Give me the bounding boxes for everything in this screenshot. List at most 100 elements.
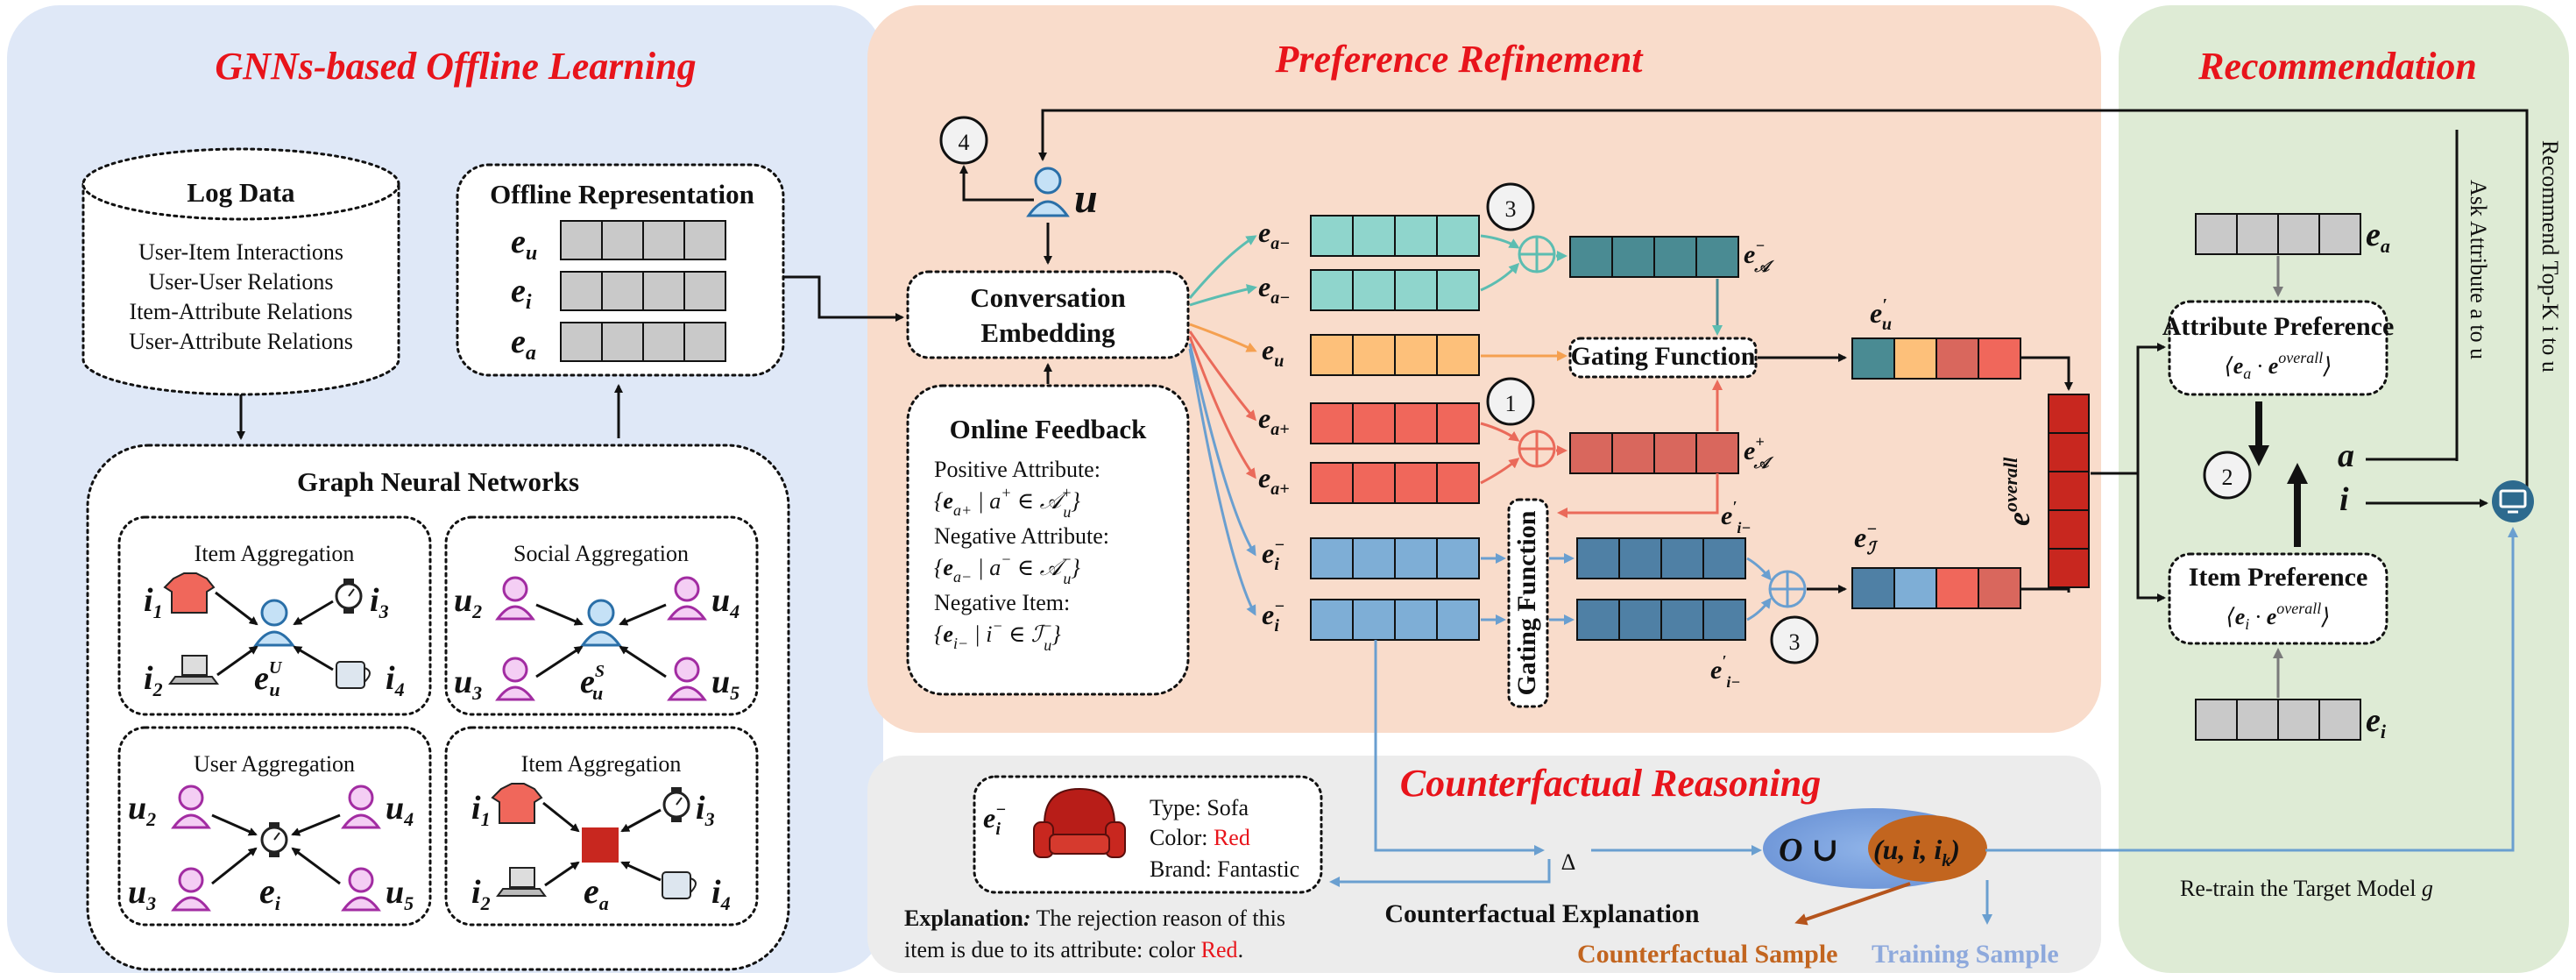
watch-icon bbox=[335, 579, 363, 614]
eI-vector: e−ℐ bbox=[1851, 520, 2021, 609]
user-label: u bbox=[1074, 175, 1098, 222]
svg-text:u2: u2 bbox=[454, 582, 482, 622]
ask-attribute-label: Ask Attribute a to u bbox=[2466, 180, 2491, 359]
log-line: Item-Attribute Relations bbox=[130, 299, 353, 324]
arrow-overall-to-attr bbox=[2091, 343, 2166, 475]
rec-i-label: i bbox=[2339, 481, 2349, 518]
svg-text:Conversation: Conversation bbox=[970, 282, 1125, 313]
watch-icon bbox=[662, 787, 690, 822]
watch-icon bbox=[260, 822, 288, 857]
delta-symbol: Δ bbox=[1561, 849, 1576, 875]
svg-text:i2: i2 bbox=[471, 874, 491, 914]
attribute-square-icon bbox=[582, 827, 619, 863]
svg-text:u5: u5 bbox=[711, 664, 740, 704]
svg-text:e′u: e′u bbox=[1870, 295, 1892, 334]
svg-text:eSu: eSu bbox=[580, 662, 605, 704]
ei-prime-label-top: e′i− bbox=[1721, 498, 1751, 536]
svg-text:(u, i, ik): (u, i, ik) bbox=[1873, 834, 1960, 870]
user-avatar-icon bbox=[667, 576, 707, 621]
arrow-eI-to-overall bbox=[2020, 587, 2070, 593]
shirt-icon bbox=[491, 783, 543, 824]
svg-text:O ∪: O ∪ bbox=[1779, 832, 1839, 869]
user-avatar-icon bbox=[1026, 167, 1070, 217]
svg-text:Item Aggregation: Item Aggregation bbox=[195, 541, 355, 566]
arrow-blue-merge-1 bbox=[1746, 557, 1772, 581]
gating-function-vertical: Gating Function bbox=[1507, 498, 1549, 708]
augmented-dataset-ellipse: O ∪ (u, i, ik) bbox=[1763, 808, 1987, 889]
item-aggregation-2-box: Item Aggregation i1 i2 i3 i4 ea bbox=[444, 726, 759, 927]
offline-rep-title: Offline Representation bbox=[490, 179, 754, 209]
svg-text:e−i: e−i bbox=[1262, 536, 1284, 574]
ei-prime-vector-2 bbox=[1576, 599, 1746, 641]
online-feedback-box: Online Feedback Positive Attribute: {ea+… bbox=[906, 384, 1190, 696]
gnn-box: Graph Neural Networks Item Aggregation i… bbox=[86, 444, 790, 971]
user-avatar-icon bbox=[580, 599, 622, 647]
svg-text:ea+: ea+ bbox=[1258, 402, 1290, 439]
step-3-badge-top bbox=[1486, 182, 1535, 231]
item-preference-box: Item Preference ⟨ei · eoverall⟩ bbox=[2168, 552, 2388, 645]
gnn-title: Graph Neural Networks bbox=[297, 466, 579, 497]
svg-text:ea+: ea+ bbox=[1258, 462, 1290, 499]
step-3-label-bottom: 3 bbox=[1789, 629, 1801, 655]
svg-text:u2: u2 bbox=[128, 790, 156, 830]
log-data-title: Log Data bbox=[187, 177, 295, 208]
svg-text:User Aggregation: User Aggregation bbox=[194, 751, 355, 777]
user-avatar-icon bbox=[253, 599, 295, 647]
offline-rep-row-a: ea bbox=[511, 322, 726, 365]
svg-text:ei: ei bbox=[259, 871, 281, 914]
svg-text:eoverall: eoverall bbox=[1999, 457, 2036, 526]
laptop-icon bbox=[168, 655, 219, 685]
arrow-delta-to-item bbox=[1329, 859, 1551, 887]
svg-text:i4: i4 bbox=[711, 874, 731, 914]
svg-text:u3: u3 bbox=[454, 664, 482, 704]
svg-text:i3: i3 bbox=[370, 582, 389, 622]
log-line: User-Item Interactions bbox=[138, 239, 343, 265]
sofa-icon bbox=[1033, 787, 1126, 858]
ei-vector-rec: ei bbox=[2195, 699, 2387, 742]
svg-text:ea: ea bbox=[584, 871, 609, 914]
log-line: User-Attribute Relations bbox=[129, 329, 353, 354]
user-avatar-icon bbox=[171, 785, 211, 829]
offline-rep-row-i: ei bbox=[511, 271, 726, 314]
cf-sample-label: Counterfactual Sample bbox=[1577, 940, 1837, 969]
eu-row: eu bbox=[1262, 334, 1480, 376]
explanation-line-1: Explanation: The rejection reason of thi… bbox=[904, 905, 1285, 931]
ei-prime-label-bottom: e′i− bbox=[1710, 652, 1740, 691]
svg-text:i1: i1 bbox=[471, 790, 491, 830]
ea-vector-rec: ea bbox=[2195, 213, 2390, 257]
user-avatar-icon bbox=[495, 657, 535, 701]
step-1-label: 1 bbox=[1505, 391, 1517, 416]
log-line: User-User Relations bbox=[148, 269, 333, 295]
fan-arrows bbox=[1188, 235, 1257, 616]
log-data-cylinder: Log Data User-Item Interactions User-Use… bbox=[81, 147, 400, 396]
recommendation-title: Recommendation bbox=[2197, 45, 2477, 88]
e-overall-vector: eoverall bbox=[1999, 394, 2090, 588]
svg-text:u4: u4 bbox=[386, 790, 414, 830]
recommend-label: Recommend Top-K i to u bbox=[2537, 140, 2563, 373]
counterfactual-title: Counterfactual Reasoning bbox=[1400, 762, 1821, 805]
monitor-icon bbox=[2492, 480, 2534, 522]
svg-text:eUu: eUu bbox=[254, 658, 283, 700]
sum-node-red bbox=[1518, 430, 1556, 468]
svg-text:ea: ea bbox=[2366, 217, 2390, 257]
eu-prime-vector: e′u bbox=[1851, 295, 2021, 380]
arrow-overall-to-item bbox=[2136, 473, 2166, 602]
arrow-eu-prime-to-overall bbox=[2020, 356, 2073, 391]
arrow-rep-to-conv bbox=[783, 275, 904, 322]
user-avatar-icon bbox=[341, 867, 381, 912]
ei-minus-row-2: e−i bbox=[1262, 597, 1480, 641]
rec-a-label: a bbox=[2338, 437, 2354, 474]
rejected-item-box: e−i Type: Sofa Color: Red Brand: Fantast… bbox=[973, 775, 1323, 894]
step-3-label-top: 3 bbox=[1505, 196, 1517, 222]
svg-text:e−i: e−i bbox=[1262, 597, 1284, 636]
sum-node-teal bbox=[1518, 235, 1556, 273]
step-3-badge-bottom bbox=[1770, 615, 1819, 664]
ea-minus-row-2: ea− bbox=[1258, 269, 1480, 311]
item-color: Color: Red bbox=[1150, 825, 1250, 850]
shirt-icon bbox=[163, 572, 216, 614]
svg-text:e+𝒜: e+𝒜 bbox=[1744, 433, 1774, 472]
item-brand: Brand: Fantastic bbox=[1150, 856, 1299, 882]
arrow-to-cf-sample bbox=[1794, 882, 1911, 926]
